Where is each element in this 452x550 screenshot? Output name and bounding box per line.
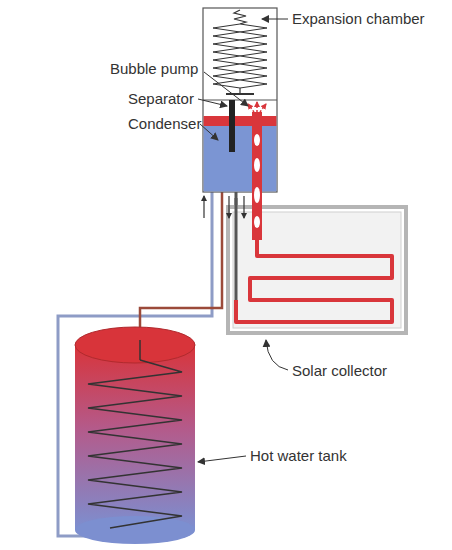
vapour-arrows [248,102,266,112]
flow-arrow [203,196,204,218]
hot-pipe [140,192,222,350]
part-label: Hot water tank [250,447,347,465]
part-label: Solar collector [292,362,387,380]
bubble-pump-tube [252,112,262,240]
feed-pipe [235,192,238,300]
part-label: Expansion chamber [292,10,425,28]
bellows [213,24,267,88]
condenser-water [204,126,277,191]
collector-serpentine [236,236,392,322]
chamber-housing [203,8,277,192]
flow-arrow [228,196,229,218]
separator-plate [229,100,235,152]
tank-bottom [75,516,195,544]
leader-lines [198,19,288,462]
return-pipe [58,192,212,536]
tank-top [75,327,195,363]
flow-arrow [243,196,244,218]
hot-layer [204,116,277,126]
tank-coil [88,360,182,528]
part-label: Bubble pump [110,60,198,78]
part-label: Condenser [128,115,201,133]
tank-body [75,345,195,530]
spring [234,10,246,24]
bubbles [254,134,260,228]
part-label: Separator [128,90,194,108]
